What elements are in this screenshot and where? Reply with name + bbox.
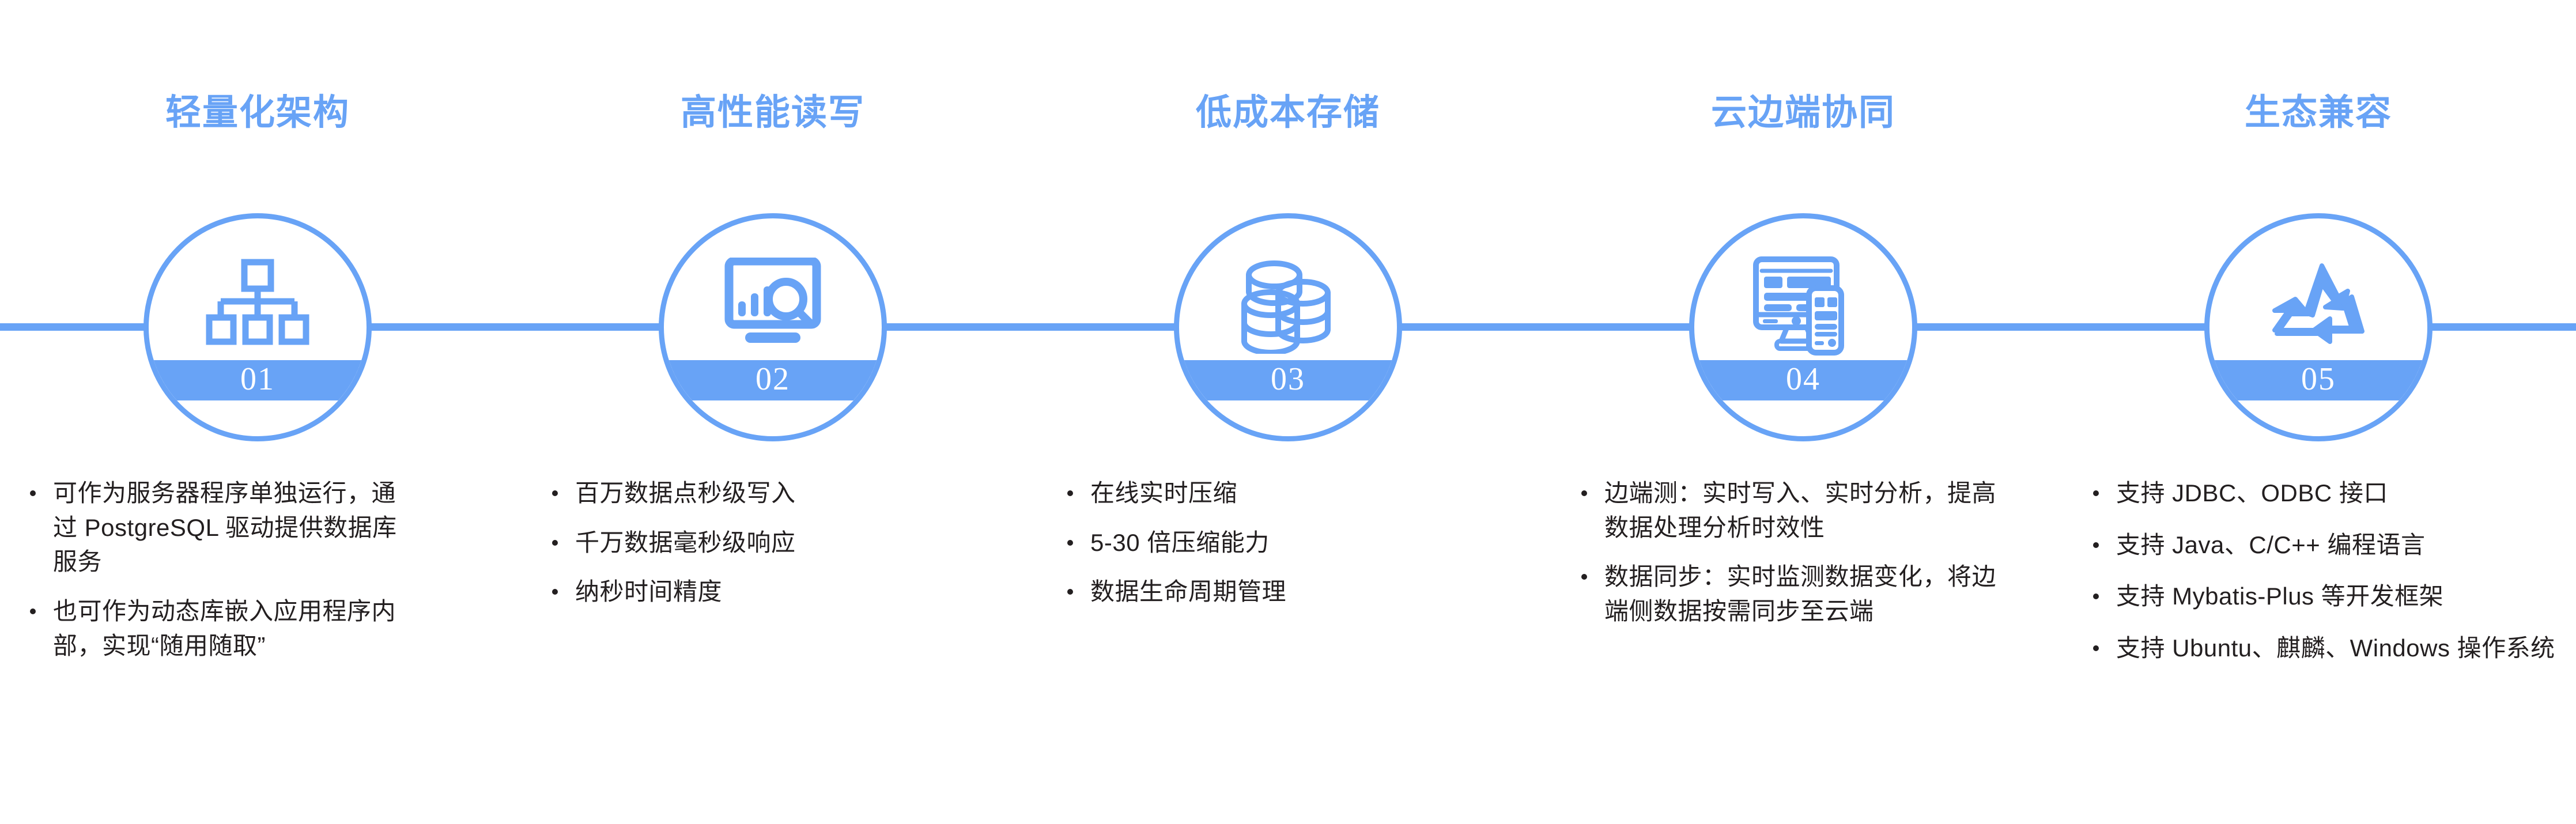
- feature-node-5[interactable]: 05: [2204, 213, 2433, 441]
- list-item: 数据同步：实时监测数据变化，将边端侧数据按需同步至云端: [1581, 560, 2017, 628]
- feature-column-4: 云边端协同: [1546, 0, 2061, 824]
- feature-node-4[interactable]: 04: [1689, 213, 1917, 441]
- feature-number-band-4: 04: [1694, 360, 1912, 400]
- bullet-dot-icon: [552, 589, 558, 595]
- list-item: 在线实时压缩: [1067, 476, 1511, 511]
- feature-column-1: 轻量化架构 01 可作为服务器程序单独运行，通过 Postg: [0, 0, 515, 824]
- list-item: 数据生命周期管理: [1067, 574, 1511, 609]
- bullet-text: 可作为服务器程序单独运行，通过 PostgreSQL 驱动提供数据库服务: [53, 479, 397, 576]
- feature-column-2: 高性能读写 02 百万数据点秒级写入: [515, 0, 1030, 824]
- feature-heading-2: 高性能读写: [680, 93, 865, 133]
- bullet-text: 也可作为动态库嵌入应用程序内部，实现“随用随取”: [53, 597, 396, 659]
- bullet-dot-icon: [552, 490, 558, 496]
- bullet-dot-icon: [2093, 594, 2099, 600]
- feature-node-1[interactable]: 01: [143, 213, 372, 441]
- feature-bullets-2: 百万数据点秒级写入 千万数据毫秒级响应 纳秒时间精度: [515, 476, 1030, 609]
- bullet-dot-icon: [1067, 589, 1073, 595]
- feature-number-band-5: 05: [2209, 360, 2427, 400]
- bullet-dot-icon: [30, 490, 36, 496]
- bullet-dot-icon: [1581, 574, 1587, 580]
- bullet-dot-icon: [30, 608, 36, 614]
- feature-bullets-3: 在线实时压缩 5-30 倍压缩能力 数据生命周期管理: [1030, 476, 1546, 609]
- bullet-text: 支持 Ubuntu、麒麟、Windows 操作系统: [2116, 634, 2555, 662]
- feature-bullets-1: 可作为服务器程序单独运行，通过 PostgreSQL 驱动提供数据库服务 也可作…: [0, 476, 515, 663]
- hierarchy-org-chart-icon: [203, 250, 312, 360]
- feature-heading-5: 生态兼容: [2244, 93, 2392, 133]
- list-item: 支持 JDBC、ODBC 接口: [2093, 476, 2570, 511]
- feature-heading-3: 低成本存储: [1195, 93, 1380, 133]
- feature-node-2[interactable]: 02: [659, 213, 887, 441]
- bullet-dot-icon: [552, 539, 558, 546]
- bullet-text: 边端测：实时写入、实时分析，提高数据处理分析时效性: [1604, 479, 1997, 541]
- feature-number-1: 01: [240, 361, 275, 397]
- bullet-dot-icon: [2093, 490, 2099, 496]
- bullet-text: 在线实时压缩: [1090, 479, 1238, 507]
- list-item: 纳秒时间精度: [552, 574, 996, 609]
- list-item: 百万数据点秒级写入: [552, 476, 996, 511]
- bullet-dot-icon: [2093, 645, 2099, 651]
- bullet-text: 支持 JDBC、ODBC 接口: [2116, 479, 2388, 507]
- feature-column-3: 低成本存储: [1030, 0, 1546, 824]
- bullet-dot-icon: [1067, 539, 1073, 546]
- list-item: 支持 Ubuntu、麒麟、Windows 操作系统: [2093, 631, 2570, 666]
- feature-number-5: 05: [2301, 361, 2336, 397]
- list-item: 千万数据毫秒级响应: [552, 526, 996, 560]
- recycle-cycle-arrows-icon: [2264, 250, 2373, 360]
- feature-bullets-4: 边端测：实时写入、实时分析，提高数据处理分析时效性 数据同步：实时监测数据变化，…: [1546, 476, 2061, 629]
- bullet-text: 5-30 倍压缩能力: [1090, 528, 1270, 556]
- list-item: 可作为服务器程序单独运行，通过 PostgreSQL 驱动提供数据库服务: [30, 476, 411, 579]
- bullet-text: 数据生命周期管理: [1090, 578, 1287, 606]
- bullet-text: 数据同步：实时监测数据变化，将边端侧数据按需同步至云端: [1604, 563, 1997, 625]
- bullet-dot-icon: [2093, 542, 2099, 548]
- bullet-text: 支持 Java、C/C++ 编程语言: [2116, 531, 2426, 558]
- database-stack-icon: [1233, 250, 1343, 360]
- list-item: 支持 Java、C/C++ 编程语言: [2093, 528, 2570, 562]
- feature-bullets-5: 支持 JDBC、ODBC 接口 支持 Java、C/C++ 编程语言 支持 My…: [2061, 476, 2576, 683]
- list-item: 支持 Mybatis-Plus 等开发框架: [2093, 579, 2570, 614]
- feature-number-band-1: 01: [149, 360, 367, 400]
- monitor-chart-search-icon: [718, 250, 828, 360]
- bullet-text: 千万数据毫秒级响应: [575, 528, 796, 556]
- bullet-text: 纳秒时间精度: [575, 578, 723, 606]
- bullet-text: 支持 Mybatis-Plus 等开发框架: [2116, 583, 2444, 610]
- feature-node-3[interactable]: 03: [1174, 213, 1402, 441]
- feature-number-3: 03: [1271, 361, 1305, 397]
- desktop-mobile-devices-icon: [1748, 250, 1858, 360]
- feature-heading-1: 轻量化架构: [165, 93, 350, 133]
- feature-number-band-3: 03: [1179, 360, 1397, 400]
- bullet-dot-icon: [1581, 490, 1587, 496]
- bullet-dot-icon: [1067, 490, 1073, 496]
- list-item: 也可作为动态库嵌入应用程序内部，实现“随用随取”: [30, 594, 411, 663]
- list-item: 5-30 倍压缩能力: [1067, 526, 1511, 560]
- feature-column-5: 生态兼容 05 支持 JDBC、ODBC 接口: [2061, 0, 2576, 824]
- bullet-text: 百万数据点秒级写入: [575, 479, 796, 507]
- feature-heading-4: 云边端协同: [1710, 93, 1895, 133]
- feature-number-band-2: 02: [664, 360, 882, 400]
- feature-number-2: 02: [756, 361, 790, 397]
- list-item: 边端测：实时写入、实时分析，提高数据处理分析时效性: [1581, 476, 2017, 545]
- feature-number-4: 04: [1786, 361, 1820, 397]
